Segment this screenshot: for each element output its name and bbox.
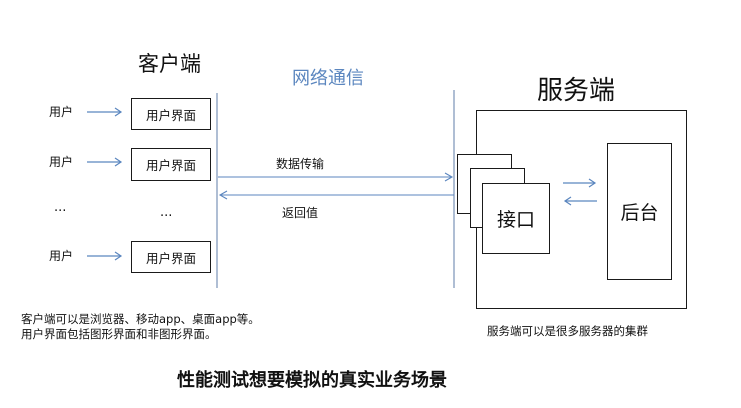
interface-label: 接口 (496, 209, 535, 231)
user-interface-label: 用户界面 (145, 250, 196, 266)
diagram-caption: 性能测试想要模拟的真实业务场景 (177, 370, 447, 391)
server-boundary-line (453, 90, 455, 288)
data-transfer-arrow (218, 172, 454, 182)
interface-box: 接口 (482, 183, 550, 254)
ellipsis-box: ... (160, 205, 173, 220)
user-interface-box: 用户界面 (131, 241, 211, 273)
client-note-line2: 用户界面包括图形界面和非图形界面。 (21, 327, 217, 341)
from-backend-arrow (563, 196, 597, 206)
user-interface-box: 用户界面 (131, 148, 211, 181)
return-value-label: 返回值 (282, 206, 319, 220)
user-interface-label: 用户界面 (145, 158, 196, 173)
server-title: 服务端 (537, 76, 616, 106)
data-transfer-label: 数据传输 (276, 157, 325, 171)
user-arrow (87, 157, 123, 167)
server-note: 服务端可以是很多服务器的集群 (487, 324, 648, 338)
ellipsis-user: ... (54, 200, 67, 215)
client-note-line1: 客户端可以是浏览器、移动app、桌面app等。 (21, 312, 260, 326)
to-backend-arrow (563, 178, 597, 188)
user-interface-label: 用户界面 (145, 107, 196, 123)
client-title: 客户端 (138, 52, 201, 76)
user-label: 用户 (49, 105, 74, 119)
user-arrow (87, 107, 123, 117)
backend-box: 后台 (607, 143, 672, 280)
network-title: 网络通信 (292, 68, 364, 89)
user-label: 用户 (49, 249, 74, 263)
user-label: 用户 (49, 155, 74, 169)
return-value-arrow (218, 190, 454, 200)
user-arrow (87, 251, 123, 261)
backend-label: 后台 (620, 202, 659, 224)
user-interface-box: 用户界面 (131, 98, 211, 130)
client-boundary-line (216, 93, 218, 288)
